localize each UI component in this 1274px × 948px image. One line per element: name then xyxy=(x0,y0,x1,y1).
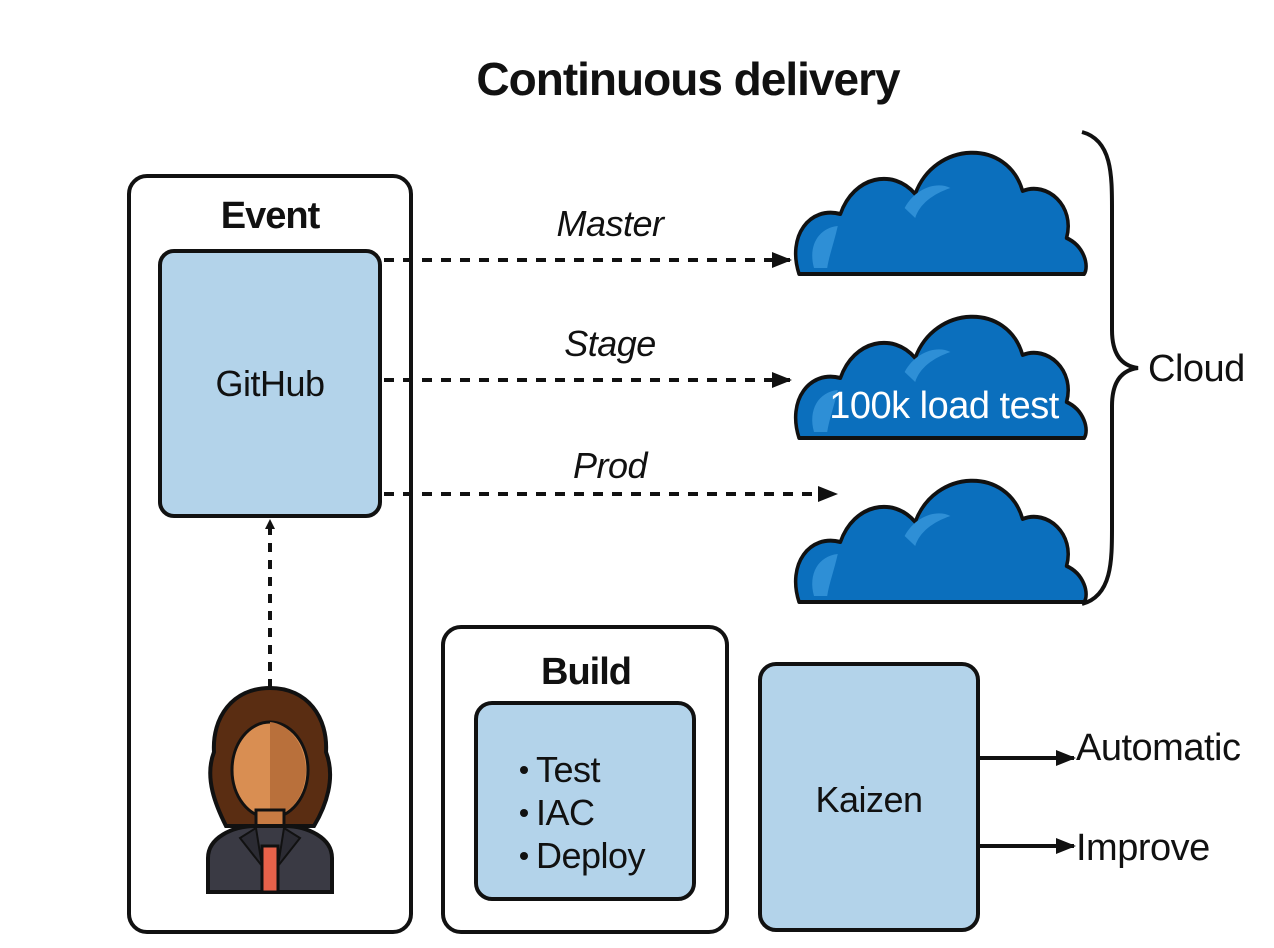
event-heading: Event xyxy=(221,195,321,237)
build-step-deploy: Deploy xyxy=(536,835,646,876)
kaizen-box xyxy=(758,662,980,932)
prod-cloud-icon xyxy=(793,478,1089,604)
stage-cloud-label: 100k load test xyxy=(829,385,1060,427)
branch-label-master: Master xyxy=(556,203,666,244)
build-steps-box xyxy=(474,701,696,901)
build-heading: Build xyxy=(541,651,631,693)
build-step-test: Test xyxy=(536,749,601,790)
github-label: GitHub xyxy=(215,363,324,404)
developer-avatar xyxy=(206,685,334,894)
build-step-list: Test IAC Deploy xyxy=(520,749,646,876)
cloud-brace xyxy=(1081,130,1139,606)
cloud-group-label: Cloud xyxy=(1148,348,1245,390)
branch-label-stage: Stage xyxy=(564,323,656,364)
kaizen-output-automatic: Automatic xyxy=(1076,727,1240,769)
branch-label-prod: Prod xyxy=(573,445,649,486)
kaizen-output-improve: Improve xyxy=(1076,827,1210,869)
master-cloud-icon xyxy=(793,150,1089,276)
github-box xyxy=(158,249,382,518)
kaizen-label: Kaizen xyxy=(815,779,922,820)
diagram-title: Continuous delivery xyxy=(476,53,901,105)
build-step-iac: IAC xyxy=(536,792,595,833)
